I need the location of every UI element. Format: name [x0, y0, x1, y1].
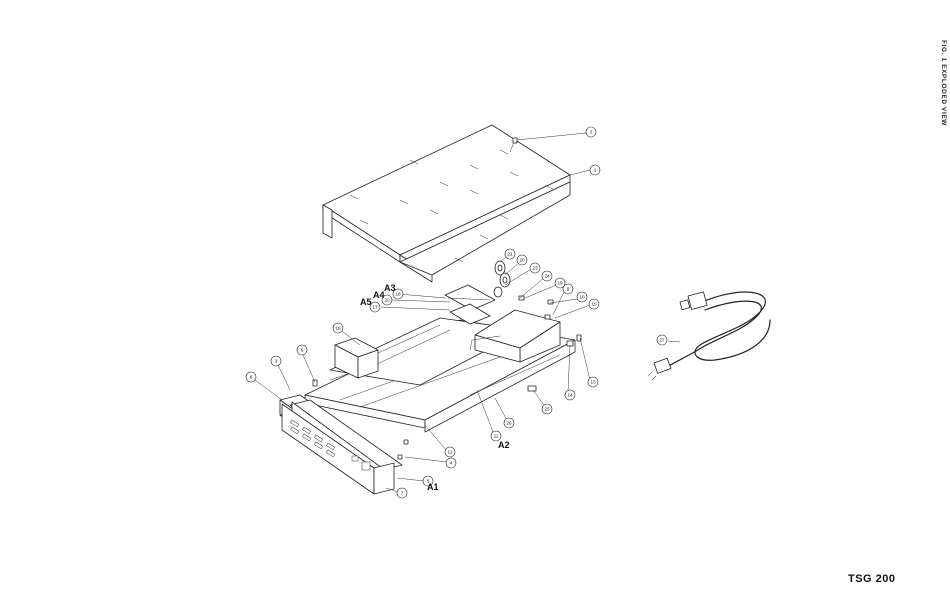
callout-24-label: 24	[544, 274, 550, 279]
callout-12-label: 12	[447, 450, 453, 455]
callout-14-label: 14	[567, 393, 573, 398]
callout-4-label: 4	[450, 461, 453, 466]
callout-17-label: 17	[372, 305, 378, 310]
callout-6-label: 6	[301, 348, 304, 353]
callout-22-label: 22	[384, 298, 390, 303]
callout-25-label: 25	[544, 407, 550, 412]
callout-26-label: 26	[506, 421, 512, 426]
callout-9-label: 9	[567, 287, 570, 292]
callout-15-label: 15	[591, 302, 597, 307]
callout-18-label: 18	[395, 292, 401, 297]
callout-8-label: 8	[250, 375, 253, 380]
callout-21-label: 21	[507, 252, 513, 257]
bnc-connectors	[494, 261, 510, 297]
assembly-label-a3: A3	[384, 283, 396, 293]
assembly-label-a4: A4	[373, 290, 385, 300]
callout-20-label: 20	[519, 258, 525, 263]
callout-16-label: 16	[335, 326, 341, 331]
callout-10-label: 10	[579, 295, 585, 300]
callout-11-label: 11	[494, 434, 499, 439]
assembly-label-a5: A5	[360, 297, 372, 307]
top-cover	[323, 125, 570, 282]
callout-13-label: 13	[590, 380, 596, 385]
assembly-label-a2: A2	[498, 440, 510, 450]
callout-23-label: 23	[532, 266, 538, 271]
callout-7-label: 7	[401, 491, 404, 496]
power-cord	[648, 292, 770, 380]
callout-3-label: 3	[275, 359, 278, 364]
sub-board	[445, 285, 495, 324]
callout-27-label: 27	[659, 338, 665, 343]
callout-2-label: 2	[590, 130, 593, 135]
assembly-label-a1: A1	[427, 482, 439, 492]
callout-1-label: 1	[594, 168, 597, 173]
callout-19-label: 19	[557, 281, 563, 286]
